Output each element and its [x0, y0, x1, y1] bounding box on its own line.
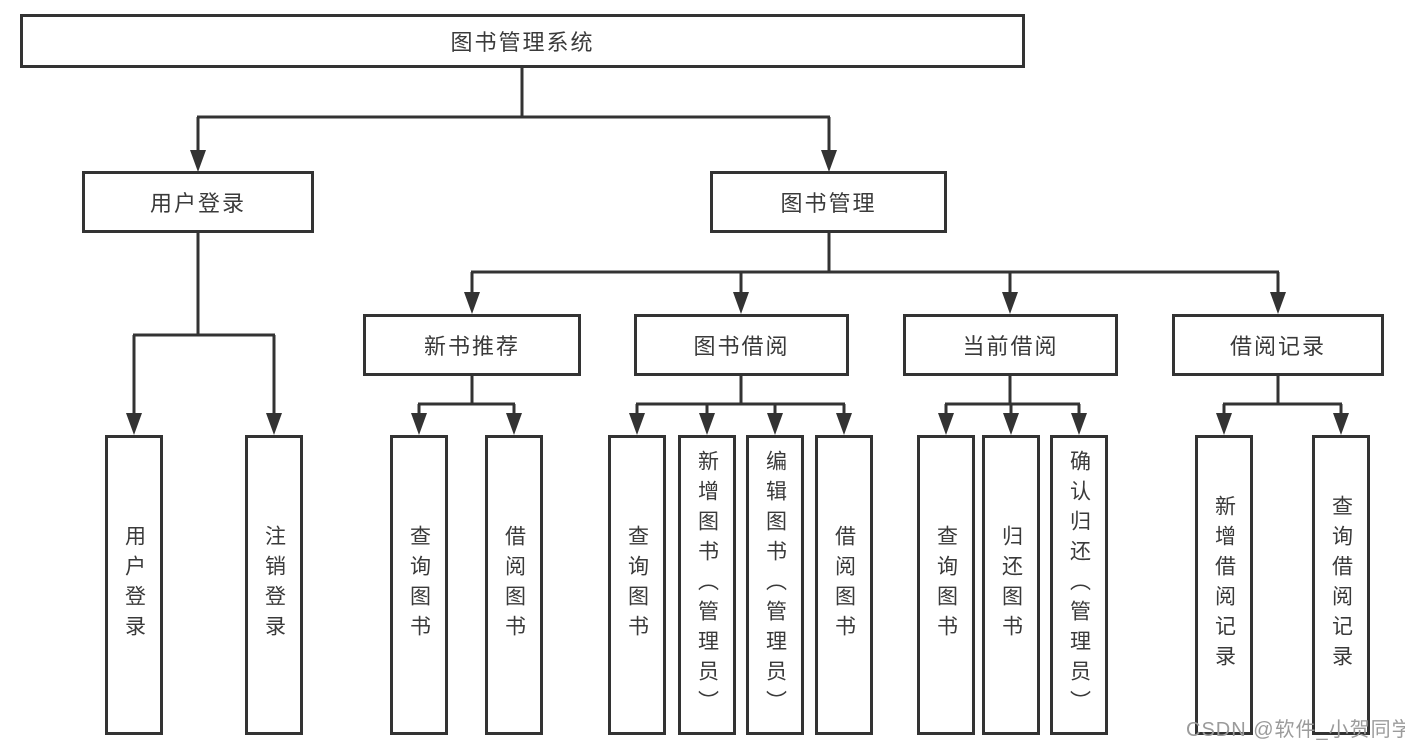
leaf-label: 查询图书	[407, 525, 431, 645]
leaf-label: 查询借阅记录	[1329, 495, 1353, 675]
node-book-management: 图书管理	[710, 171, 947, 233]
leaf-query-books-borrow: 查询图书	[608, 435, 666, 735]
leaf-label: 编辑图书（管理员）	[763, 450, 787, 720]
node-label: 用户登录	[149, 191, 246, 216]
leaf-label: 新增借阅记录	[1212, 495, 1236, 675]
node-book-borrowing: 图书借阅	[634, 314, 849, 376]
leaf-logout: 注销登录	[245, 435, 303, 735]
node-label: 当前借阅	[962, 334, 1059, 359]
node-label: 图书管理系统	[450, 30, 595, 55]
leaf-label: 查询图书	[934, 525, 958, 645]
leaf-add-borrow-record: 新增借阅记录	[1195, 435, 1253, 735]
leaf-label: 归还图书	[999, 525, 1023, 645]
leaf-borrow-books: 借阅图书	[815, 435, 873, 735]
leaf-label: 借阅图书	[832, 525, 856, 645]
leaf-user-login: 用户登录	[105, 435, 163, 735]
leaf-confirm-return-admin: 确认归还（管理员）	[1050, 435, 1108, 735]
node-label: 图书借阅	[693, 334, 790, 359]
leaf-label: 新增图书（管理员）	[695, 450, 719, 720]
csdn-watermark: CSDN @软件_小贺同学	[1186, 719, 1405, 741]
leaf-query-books-recommend: 查询图书	[390, 435, 448, 735]
leaf-label: 注销登录	[262, 525, 286, 645]
leaf-query-books-current: 查询图书	[917, 435, 975, 735]
node-root-system: 图书管理系统	[20, 14, 1025, 68]
leaf-label: 用户登录	[122, 525, 146, 645]
arrowhead-icons	[126, 150, 1349, 435]
leaf-return-book: 归还图书	[982, 435, 1040, 735]
node-new-book-recommend: 新书推荐	[363, 314, 581, 376]
leaf-edit-book-admin: 编辑图书（管理员）	[746, 435, 804, 735]
leaf-query-borrow-record: 查询借阅记录	[1312, 435, 1370, 735]
leaf-label: 查询图书	[625, 525, 649, 645]
node-user-login: 用户登录	[82, 171, 314, 233]
node-label: 借阅记录	[1229, 334, 1326, 359]
node-borrowing-records: 借阅记录	[1172, 314, 1384, 376]
node-current-borrowing: 当前借阅	[903, 314, 1118, 376]
node-label: 新书推荐	[423, 334, 520, 359]
leaf-label: 借阅图书	[502, 525, 526, 645]
connector-lines	[132, 68, 1343, 414]
leaf-add-book-admin: 新增图书（管理员）	[678, 435, 736, 735]
node-label: 图书管理	[780, 191, 877, 216]
leaf-label: 确认归还（管理员）	[1067, 450, 1091, 720]
leaf-borrow-books-recommend: 借阅图书	[485, 435, 543, 735]
